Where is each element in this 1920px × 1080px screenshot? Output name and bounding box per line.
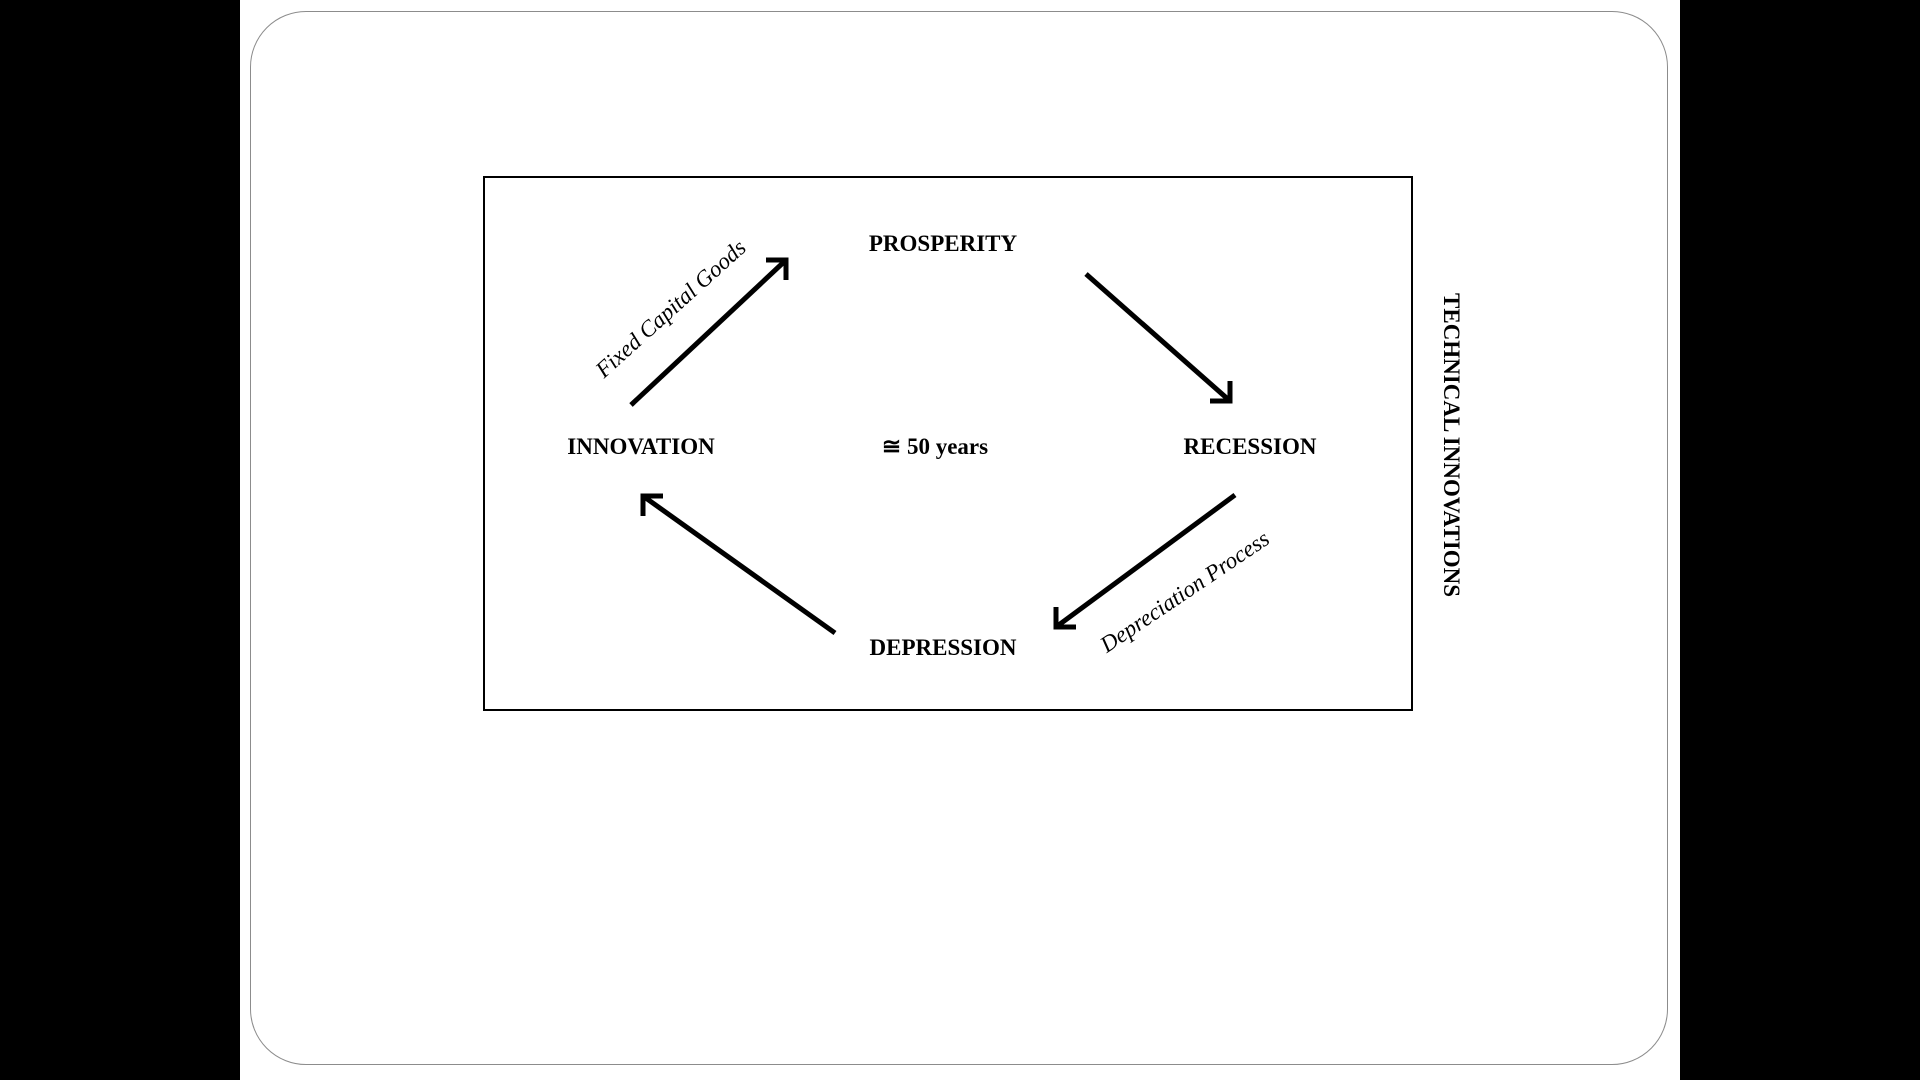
stage-prosperity: PROSPERITY bbox=[868, 231, 1018, 256]
stage-recession: RECESSION bbox=[1183, 434, 1317, 459]
cycle-duration-label: ≅ 50 years bbox=[881, 434, 989, 459]
technical-innovations-title: TECHNICAL INNOVATIONS bbox=[1439, 293, 1464, 597]
stage-innovation: INNOVATION bbox=[567, 434, 715, 459]
diagram-box bbox=[483, 176, 1413, 711]
slide: PROSPERITY INNOVATION RECESSION DEPRESSI… bbox=[240, 0, 1680, 1080]
slide-frame bbox=[250, 11, 1668, 1065]
stage-depression: DEPRESSION bbox=[869, 635, 1017, 660]
